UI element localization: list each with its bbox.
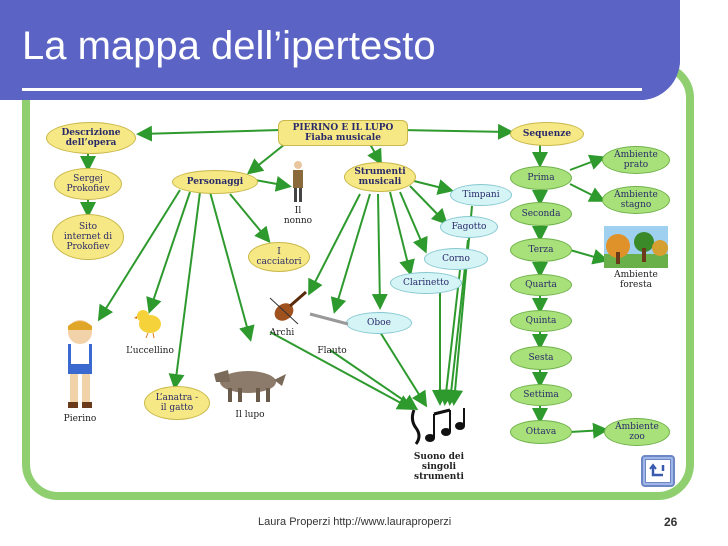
arrow-pers-uccellino bbox=[146, 191, 191, 314]
arrow-pers-anatra bbox=[168, 191, 201, 390]
foresta-icon bbox=[604, 226, 668, 268]
arrow-str-oboe bbox=[371, 193, 388, 310]
node-cacciatori[interactable]: I cacciatori bbox=[248, 242, 310, 272]
arrow-str-corno bbox=[399, 191, 428, 254]
label-uccellino: L’uccellino bbox=[126, 346, 174, 356]
arrow-root-descrizione bbox=[136, 125, 281, 142]
label-archi: Archi bbox=[269, 328, 295, 338]
label-suono: Suono dei singoli strumenti bbox=[413, 452, 465, 482]
label-flauto: Flauto bbox=[317, 346, 347, 356]
node-ambiente-prato[interactable]: Ambiente prato bbox=[602, 146, 670, 174]
back-button[interactable] bbox=[641, 455, 675, 487]
title-bar-overlay bbox=[0, 0, 680, 100]
arrow-str-fagotto bbox=[409, 185, 448, 225]
uccellino-icon bbox=[134, 306, 164, 339]
node-sesta[interactable]: Sesta bbox=[510, 346, 572, 370]
arrow-timpani-suono bbox=[447, 205, 473, 406]
flauto-icon bbox=[308, 310, 350, 326]
node-timpani[interactable]: Timpani bbox=[450, 184, 512, 206]
arrow-oboe-suono bbox=[379, 331, 428, 408]
arrow-str-timpani bbox=[409, 179, 454, 195]
arrow-archi-suono bbox=[269, 331, 414, 410]
arrow-pers-pierino bbox=[97, 189, 181, 322]
back-arrow-icon bbox=[645, 459, 671, 483]
footer-text: Laura Properzi http://www.lauraproperzi bbox=[258, 516, 452, 528]
arrow-corno-suono bbox=[438, 269, 461, 406]
node-terza[interactable]: Terza bbox=[510, 238, 572, 262]
node-sito[interactable]: Sito internet di Prokofiev bbox=[52, 214, 124, 260]
arrow-flauto-suono bbox=[329, 349, 419, 411]
arrow-pers-nonno bbox=[254, 175, 292, 192]
node-root[interactable]: PIERINO E IL LUPO Fiaba musicale bbox=[278, 120, 408, 146]
arrow-str-flauto bbox=[330, 193, 371, 314]
node-clarinetto[interactable]: Clarinetto bbox=[390, 272, 462, 294]
arrow-ottava-zoo bbox=[569, 422, 609, 439]
title-underline bbox=[22, 88, 642, 91]
arrow-prima-prato bbox=[569, 154, 606, 171]
note-musicali-icon bbox=[408, 406, 468, 448]
arrow-str-archi bbox=[308, 193, 361, 296]
node-prima[interactable]: Prima bbox=[510, 166, 572, 190]
node-sequenze[interactable]: Sequenze bbox=[510, 122, 584, 146]
label-nonno: Il nonno bbox=[283, 206, 313, 226]
node-ottava[interactable]: Ottava bbox=[510, 420, 572, 444]
arrow-pers-lupo bbox=[209, 191, 255, 342]
node-quarta[interactable]: Quarta bbox=[510, 274, 572, 296]
arrow-root-strumenti bbox=[367, 143, 382, 166]
concept-map: PIERINO E IL LUPO Fiaba musicale Descriz… bbox=[40, 110, 692, 496]
pierino-figure-icon bbox=[58, 318, 102, 410]
slide-title: La mappa dell’ipertesto bbox=[22, 24, 436, 68]
node-strumenti[interactable]: Strumenti musicali bbox=[344, 162, 416, 192]
node-anatra[interactable]: L’anatra - il gatto bbox=[144, 386, 210, 420]
label-ambiente-foresta: Ambiente foresta bbox=[614, 270, 658, 290]
arrow-root-sequenze bbox=[399, 123, 514, 140]
map-arrows bbox=[80, 123, 609, 439]
arrow-prima-stagno bbox=[569, 183, 606, 202]
node-ambiente-stagno[interactable]: Ambiente stagno bbox=[602, 186, 670, 214]
arrow-str-clarinetto bbox=[389, 191, 415, 276]
node-settima[interactable]: Settima bbox=[510, 384, 572, 406]
label-lupo: Il lupo bbox=[235, 410, 265, 420]
node-oboe[interactable]: Oboe bbox=[346, 312, 412, 334]
node-quinta[interactable]: Quinta bbox=[510, 310, 572, 332]
lupo-icon bbox=[208, 360, 286, 404]
arrow-pers-cacciatori bbox=[229, 193, 271, 244]
node-fagotto[interactable]: Fagotto bbox=[440, 216, 498, 238]
node-prokofiev[interactable]: Sergej Prokofiev bbox=[54, 168, 122, 200]
node-personaggi[interactable]: Personaggi bbox=[172, 170, 258, 194]
nonno-figure-icon bbox=[290, 160, 306, 204]
node-ambiente-zoo[interactable]: Ambiente zoo bbox=[604, 418, 670, 446]
arrow-terza-foresta bbox=[569, 249, 609, 265]
node-corno[interactable]: Corno bbox=[424, 248, 488, 270]
violino-icon bbox=[268, 290, 308, 326]
page-number: 26 bbox=[664, 515, 678, 529]
node-seconda[interactable]: Seconda bbox=[510, 202, 572, 226]
label-pierino: Pierino bbox=[63, 414, 97, 424]
node-descrizione[interactable]: Descrizione dell’opera bbox=[46, 122, 136, 154]
